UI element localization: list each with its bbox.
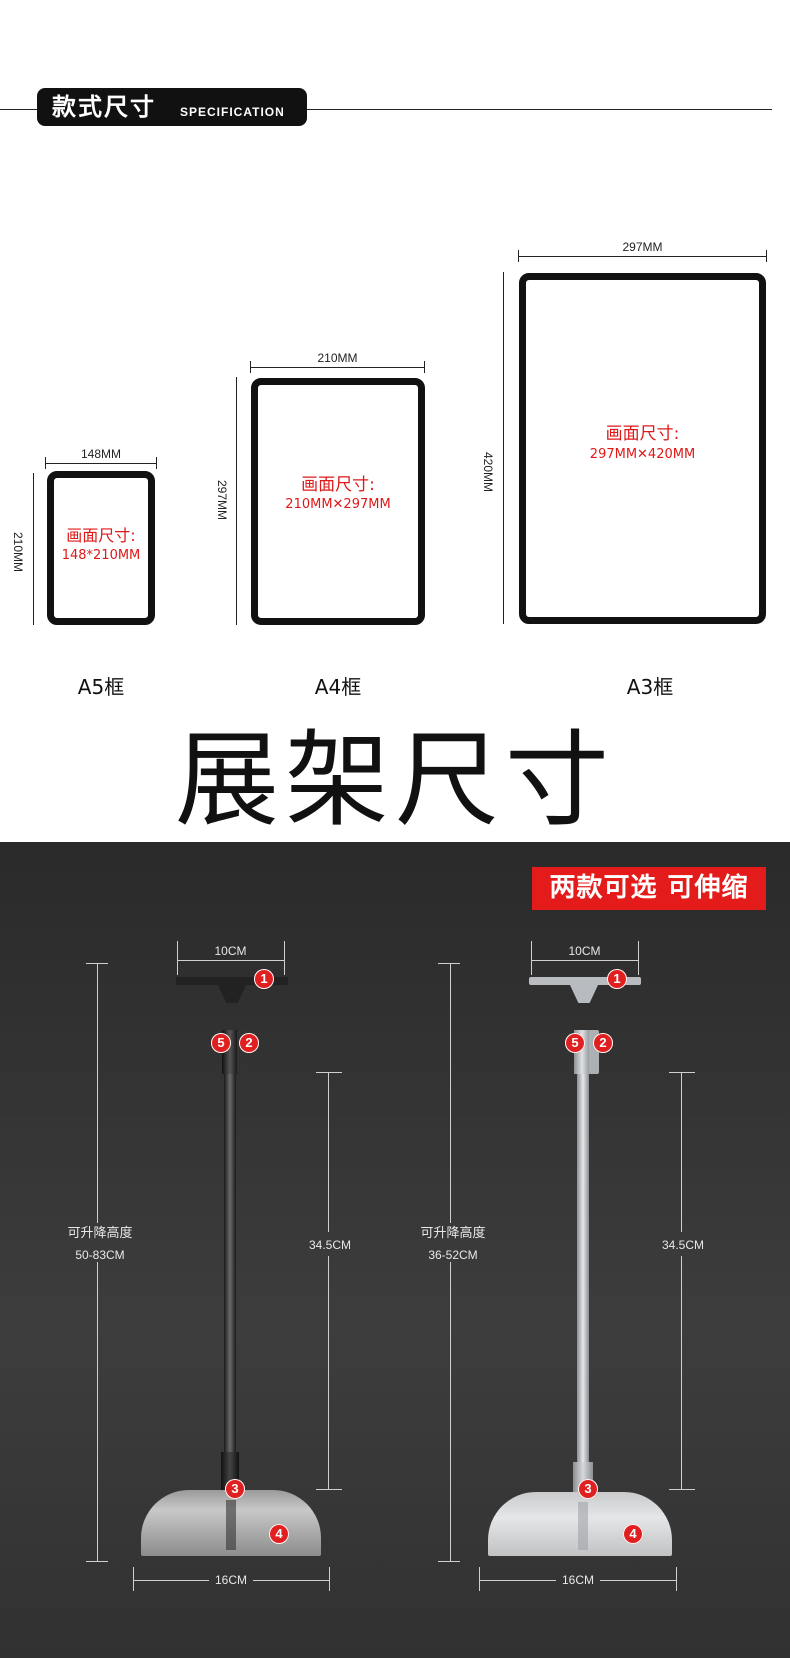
stand2-base-line bbox=[479, 1580, 556, 1581]
a4-height-label: 297MM bbox=[215, 479, 229, 520]
stand2-height-line bbox=[450, 1262, 451, 1561]
stand2-base-tick bbox=[676, 1567, 677, 1591]
a4-width-line bbox=[250, 367, 425, 368]
stand-section-title: 展架尺寸 bbox=[174, 719, 615, 841]
stand1-pole-length: 34.5CM bbox=[308, 1238, 352, 1252]
stand2-base-tick bbox=[479, 1567, 480, 1591]
a5-width-line bbox=[45, 463, 157, 464]
a3-height-label: 420MM bbox=[481, 451, 495, 492]
stand2-height-title: 可升降高度 bbox=[420, 1225, 486, 1240]
stand1-top-width: 10CM bbox=[214, 944, 247, 958]
a3-width-tick bbox=[766, 250, 767, 262]
stand2-pole-tick-top bbox=[669, 1072, 695, 1073]
a3-frame-name: A3框 bbox=[626, 675, 674, 699]
a4-size-title: 画面尺寸: bbox=[301, 475, 375, 495]
a5-size-title: 画面尺寸: bbox=[66, 526, 136, 545]
stand2-pole-tick-bottom bbox=[669, 1489, 695, 1490]
stand1-clip-neck bbox=[218, 985, 246, 1003]
stand1-height-line bbox=[97, 963, 98, 1223]
a3-width-tick bbox=[518, 250, 519, 262]
stand2-top-width: 10CM bbox=[568, 944, 601, 958]
a3-frame bbox=[519, 273, 766, 624]
a4-frame-name: A4框 bbox=[314, 675, 362, 699]
stand1-clip-plate bbox=[176, 977, 288, 985]
stand1-base-tick bbox=[329, 1567, 330, 1591]
a3-width-label: 297MM bbox=[622, 240, 663, 254]
stand2-top-tick bbox=[638, 941, 639, 975]
header-rule bbox=[0, 109, 772, 110]
stand2-marker-5: 5 bbox=[565, 1033, 585, 1053]
a5-width-tick bbox=[156, 457, 157, 469]
options-badge: 两款可选 可伸缩 bbox=[532, 867, 766, 910]
a5-height-line bbox=[33, 473, 34, 625]
stand2-base-line bbox=[600, 1580, 676, 1581]
stand1-base-reflection bbox=[226, 1500, 236, 1550]
a3-height-line bbox=[503, 272, 504, 624]
stand1-base-width: 16CM bbox=[214, 1573, 247, 1587]
a4-height-line bbox=[236, 377, 237, 625]
a3-size-title: 画面尺寸: bbox=[605, 424, 680, 444]
stand1-adjust-knob bbox=[237, 1030, 247, 1074]
header-title-cn: 款式尺寸 bbox=[52, 93, 156, 121]
stand2-marker-4: 4 bbox=[623, 1524, 643, 1544]
stand2-marker-3: 3 bbox=[578, 1479, 598, 1499]
stand1-pole-line bbox=[328, 1256, 329, 1489]
stand2-clip-neck bbox=[570, 985, 598, 1003]
stand1-base-tick bbox=[133, 1567, 134, 1591]
a5-width-tick bbox=[45, 457, 46, 469]
a4-width-tick bbox=[424, 361, 425, 373]
stand1-height-line bbox=[97, 1262, 98, 1561]
stand2-pole-length: 34.5CM bbox=[661, 1238, 705, 1252]
stand1-pole-line bbox=[328, 1072, 329, 1232]
stand2-base-reflection bbox=[578, 1502, 588, 1550]
stand2-adjust-knob bbox=[589, 1030, 599, 1074]
a5-frame-name: A5框 bbox=[77, 675, 125, 699]
stand2-top-tick bbox=[531, 941, 532, 975]
a5-frame bbox=[47, 471, 155, 625]
stand2-pole-line bbox=[681, 1072, 682, 1232]
stand2-height-line bbox=[450, 963, 451, 1223]
stand2-top-line bbox=[531, 960, 638, 961]
stand2-base-width: 16CM bbox=[561, 1573, 594, 1587]
stand1-marker-2: 2 bbox=[239, 1033, 259, 1053]
stand1-marker-4: 4 bbox=[269, 1524, 289, 1544]
stand2-height-tick-bottom bbox=[438, 1561, 460, 1562]
stand1-top-tick bbox=[177, 941, 178, 975]
stand2-height-range: 36-52CM bbox=[428, 1248, 478, 1262]
a5-height-label: 210MM bbox=[11, 531, 25, 572]
stand1-marker-5: 5 bbox=[211, 1033, 231, 1053]
stand1-height-range: 50-83CM bbox=[75, 1248, 125, 1262]
stand1-pole bbox=[224, 1074, 236, 1452]
header-pill bbox=[37, 88, 307, 126]
stand1-height-title: 可升降高度 bbox=[67, 1225, 133, 1240]
stand1-pole-tick-top bbox=[316, 1072, 342, 1073]
a5-size-value: 148*210MM bbox=[61, 548, 141, 563]
stand1-marker-1: 1 bbox=[254, 969, 274, 989]
stand1-height-tick-bottom bbox=[86, 1561, 108, 1562]
stand1-top-tick bbox=[284, 941, 285, 975]
stand2-pole bbox=[577, 1074, 589, 1462]
stand2-height-tick-top bbox=[438, 963, 460, 964]
a4-size-value: 210MM✕297MM bbox=[285, 497, 391, 512]
spec-section: 款式尺寸 SPECIFICATION 148MM 210MM 画面尺寸: 148… bbox=[0, 88, 772, 841]
a4-frame bbox=[251, 378, 425, 625]
stand1-base-line bbox=[133, 1580, 209, 1581]
stand2-clip-plate bbox=[529, 977, 641, 985]
stand1-top-line bbox=[177, 960, 284, 961]
stand1-pole-tick-bottom bbox=[316, 1489, 342, 1490]
a5-width-label: 148MM bbox=[80, 447, 121, 461]
stand2-marker-1: 1 bbox=[607, 969, 627, 989]
stand1-marker-3: 3 bbox=[225, 1479, 245, 1499]
a4-width-label: 210MM bbox=[317, 351, 358, 365]
stand2-marker-2: 2 bbox=[593, 1033, 613, 1053]
stand1-base-line bbox=[253, 1580, 329, 1581]
stand2-pole-line bbox=[681, 1256, 682, 1489]
a3-size-value: 297MM✕420MM bbox=[589, 447, 696, 462]
header-title-en: SPECIFICATION bbox=[180, 105, 285, 119]
a4-width-tick bbox=[250, 361, 251, 373]
a3-width-line bbox=[518, 256, 767, 257]
